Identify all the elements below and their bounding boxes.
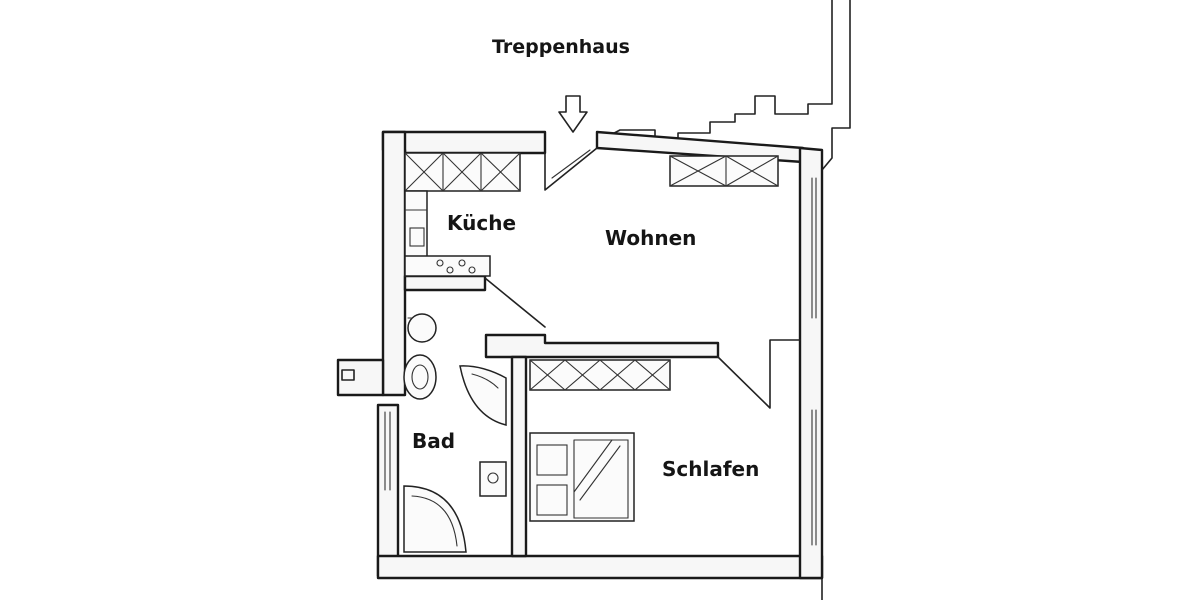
living-cabinet: [669, 155, 779, 187]
bath-fixtures: [403, 313, 507, 553]
living-room-label: Wohnen: [605, 226, 697, 250]
bathroom-label: Bad: [412, 429, 456, 453]
down-arrow-icon: [558, 95, 588, 133]
bedroom-label: Schlafen: [662, 457, 760, 481]
kitchen-label: Küche: [447, 211, 517, 235]
stairwell-label: Treppenhaus: [492, 36, 630, 58]
outer-walls: [336, 130, 824, 580]
kitchen-cabinets: [404, 152, 521, 277]
bedroom-wardrobe: [529, 359, 671, 391]
entrance-door: [544, 147, 598, 191]
interior-walls: [403, 274, 801, 558]
bed: [529, 432, 635, 522]
